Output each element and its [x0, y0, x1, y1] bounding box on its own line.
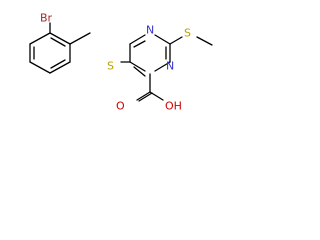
bond: [136, 91, 151, 101]
bond: [50, 59, 66, 69]
molecule-structure: Br S S N N O OH: [29, 12, 213, 113]
bond: [149, 91, 164, 101]
bond: [154, 34, 171, 45]
bond: [133, 66, 146, 77]
bond: [129, 34, 146, 45]
thioether-sulfur-label: S: [107, 60, 114, 73]
bond: [133, 40, 146, 48]
nitrogen-top-label: N: [146, 24, 154, 37]
bond: [69, 32, 91, 45]
bonds: [29, 22, 213, 102]
bromine-label: Br: [40, 12, 53, 25]
nitrogen-bottom-label: N: [166, 60, 174, 73]
bond: [50, 37, 66, 47]
bond: [154, 61, 171, 72]
bond: [129, 61, 146, 72]
bond: [49, 32, 71, 45]
bond: [29, 32, 51, 45]
bond: [169, 36, 183, 45]
carbonyl-oxygen-label: O: [116, 100, 125, 113]
methylthio-sulfur-label: S: [184, 27, 191, 40]
bond: [138, 92, 153, 102]
bond: [49, 61, 71, 74]
hydroxyl-label: OH: [165, 100, 182, 113]
atom-labels: Br S S N N O OH: [40, 12, 191, 113]
bond: [196, 36, 213, 46]
bond: [29, 61, 51, 74]
